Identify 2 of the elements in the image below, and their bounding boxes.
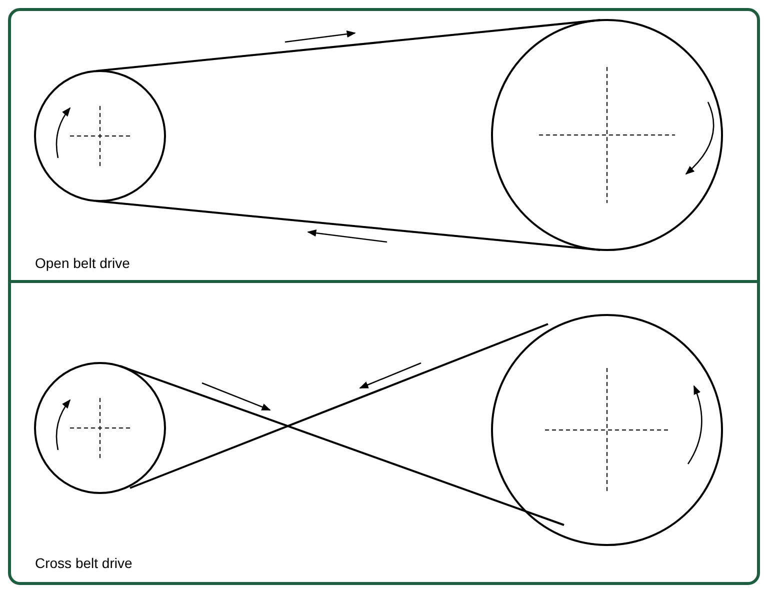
panel-caption: Cross belt drive xyxy=(35,554,132,573)
panel-caption: Open belt drive xyxy=(35,254,130,273)
